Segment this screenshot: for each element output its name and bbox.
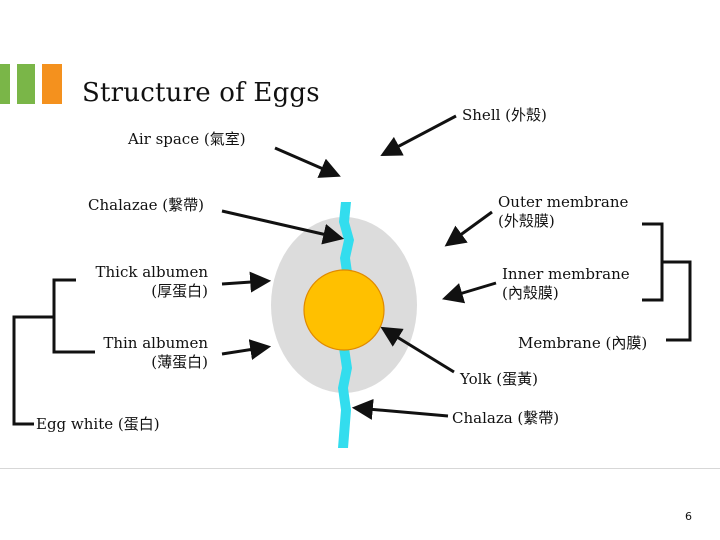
label-outer-membrane-line1: Outer membrane — [498, 193, 629, 211]
label-thin-albumen-line2: (薄蛋白) — [151, 353, 208, 371]
bracket-membrane — [662, 260, 692, 342]
label-thick-albumen-line1: Thick albumen — [95, 263, 209, 281]
yolk-shape — [303, 269, 385, 351]
arrow-thin-albumen — [221, 339, 272, 360]
bracket-shell-membranes — [642, 222, 664, 302]
bracket-egg-white — [12, 315, 54, 426]
arrow-outer-membrane — [444, 210, 493, 247]
label-shell: Shell (外殼) — [462, 106, 547, 124]
label-outer-membrane: Outer membrane (外殼膜) — [498, 193, 628, 231]
label-egg-white: Egg white (蛋白) — [36, 415, 160, 433]
label-thin-albumen: Thin albumen (薄蛋白) — [80, 334, 208, 372]
label-inner-membrane-line1: Inner membrane — [502, 265, 630, 283]
footer-divider — [0, 468, 720, 469]
slide-title: Structure of Eggs — [82, 78, 320, 108]
label-thick-albumen-line2: (厚蛋白) — [151, 282, 208, 300]
arrow-chalaza — [351, 398, 449, 420]
label-inner-membrane-line2: (內殼膜) — [502, 284, 559, 302]
label-membrane: Membrane (內膜) — [518, 334, 648, 352]
arrow-yolk — [380, 326, 455, 374]
label-inner-membrane: Inner membrane (內殼膜) — [502, 265, 630, 303]
arrow-inner-membrane — [441, 281, 497, 304]
label-yolk: Yolk (蛋黃) — [460, 370, 538, 388]
accent-bar-orange — [42, 64, 62, 104]
arrow-air-space — [274, 146, 341, 178]
label-chalaza: Chalaza (繫帶) — [452, 409, 560, 427]
arrow-chalazae — [221, 209, 345, 245]
page-number: 6 — [685, 510, 692, 523]
accent-bar-green-small — [0, 64, 10, 104]
label-chalazae: Chalazae (繫帶) — [88, 196, 205, 214]
chalaza-bottom-strand — [338, 348, 352, 448]
arrow-shell — [380, 114, 457, 156]
label-air-space: Air space (氣室) — [128, 130, 246, 148]
accent-bar-green — [17, 64, 35, 104]
label-outer-membrane-line2: (外殼膜) — [498, 212, 555, 230]
arrow-thick-albumen — [221, 271, 272, 293]
chalaza-top-strand — [339, 202, 354, 272]
label-thick-albumen: Thick albumen (厚蛋白) — [80, 263, 209, 301]
label-thin-albumen-line1: Thin albumen — [103, 334, 208, 352]
